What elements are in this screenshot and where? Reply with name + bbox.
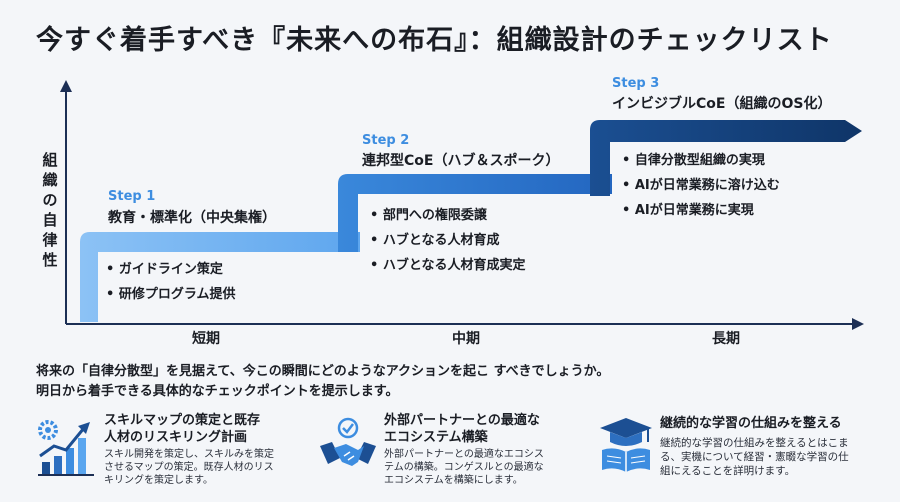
- card-title-line: 人材のリスキリング計画: [104, 430, 248, 445]
- y-axis-arrow: [60, 80, 72, 92]
- card-body-line: 継続的な学習の仕組みを整えるとはこま: [660, 437, 849, 449]
- y-axis-char: 組: [42, 151, 58, 169]
- description-line: 将来の「自律分散型」を見据えて、今この瞬間にどのようなアクションを起こ すべきで…: [36, 364, 610, 379]
- card-body-line: させるマップの策定。既存人材のリス: [104, 462, 274, 473]
- card-body-line: 外部パートナーとの最適なエコシス: [384, 449, 544, 460]
- card-body: 継続的な学習の仕組みを整えるとはこま る、実機について経習・憲畷な学習の仕 組に…: [660, 436, 849, 478]
- card-title-line: エコシステム構築: [384, 430, 488, 445]
- card-title: 継続的な学習の仕組みを整える: [660, 415, 842, 432]
- card-title: スキルマップの策定と既存 人材のリスキリング計画: [104, 412, 260, 446]
- step1-tag: Step 1: [108, 189, 156, 204]
- y-axis-char: 自: [42, 211, 58, 229]
- list-item: AIが日常業務に溶け込む: [622, 173, 780, 198]
- card-title-line: 外部パートナーとの最適な: [384, 413, 540, 428]
- list-item: ハブとなる人材育成: [370, 228, 525, 253]
- description: 将来の「自律分散型」を見据えて、今この瞬間にどのようなアクションを起こ すべきで…: [36, 362, 609, 402]
- card-body: 外部パートナーとの最適なエコシス テムの構築。コンゲスルとの最適な エコシステム…: [384, 448, 544, 487]
- card-body: スキル開発を策定し、スキルみを策定 させるマップの策定。既存人材のリス キリング…: [104, 448, 274, 487]
- card-body-line: キリングを策定します。: [104, 475, 213, 486]
- step1-items: ガイドライン策定 研修プログラム提供: [106, 257, 236, 307]
- step3-items: 自律分散型組織の実現 AIが日常業務に溶け込む AIが日常業務に実現: [622, 148, 780, 223]
- y-axis-char: 織: [42, 171, 58, 189]
- card-body-line: る、実機について経習・憲畷な学習の仕: [660, 451, 849, 463]
- card-title: 外部パートナーとの最適な エコシステム構築: [384, 412, 540, 446]
- x-axis-arrow: [852, 318, 864, 330]
- step2-band: [338, 174, 612, 252]
- step1-band: [80, 232, 360, 322]
- description-line: 明日から着手できる具体的なチェックポイントを提示します。: [36, 384, 399, 399]
- y-axis-char: 性: [42, 251, 58, 269]
- card-title-line: 継続的な学習の仕組みを整える: [660, 416, 842, 431]
- step3-name: インビジブルCoE（組織のOS化）: [612, 96, 832, 112]
- y-axis-char: の: [42, 191, 58, 209]
- card-learning: 継続的な学習の仕組みを整える 継続的な学習の仕組みを整えるとはこま る、実機につ…: [598, 412, 878, 492]
- step3-tag: Step 3: [612, 76, 660, 91]
- list-item: ハブとなる人材育成実定: [370, 253, 526, 278]
- growth-chart-gear-icon: [38, 420, 94, 476]
- step2-name: 連邦型CoE（ハブ＆スポーク）: [362, 153, 560, 169]
- card-body-line: 組にえることを詳明けます。: [660, 465, 796, 477]
- list-item: ガイドライン策定: [106, 257, 235, 282]
- list-item: 自律分散型組織の実現: [622, 148, 780, 173]
- card-ecosystem: 外部パートナーとの最適な エコシステム構築 外部パートナーとの最適なエコシス テ…: [318, 412, 578, 492]
- x-axis-label-mid: 中期: [452, 331, 480, 347]
- step2-tag: Step 2: [362, 133, 410, 148]
- card-skill-map: スキルマップの策定と既存 人材のリスキリング計画 スキル開発を策定し、スキルみを…: [36, 412, 286, 492]
- handshake-icon: [320, 417, 376, 466]
- step2-items: 部門への権限委譲 ハブとなる人材育成 ハブとなる人材育成実定: [370, 203, 526, 278]
- card-body-line: エコシステムを構築にします。: [384, 475, 523, 486]
- card-body-line: スキル開発を策定し、スキルみを策定: [104, 449, 274, 460]
- page-title: 今すぐ着手すべき『未来への布石』：組織設計のチェックリスト: [36, 25, 833, 56]
- list-item: AIが日常業務に実現: [622, 198, 780, 223]
- card-title-line: スキルマップの策定と既存: [104, 413, 261, 428]
- step3-band: [590, 120, 862, 196]
- step1-name: 教育・標準化（中央集権）: [108, 210, 276, 226]
- x-axis-label-long: 長期: [712, 331, 740, 347]
- list-item: 研修プログラム提供: [106, 282, 236, 307]
- list-item: 部門への権限委譲: [370, 203, 525, 228]
- card-body-line: テムの構築。コンゲスルとの最適な: [384, 462, 544, 473]
- graduation-book-icon: [600, 418, 652, 472]
- y-axis-char: 律: [42, 231, 58, 249]
- x-axis-label-short: 短期: [192, 331, 220, 347]
- y-axis-label: 組 織 の 自 律 性: [40, 150, 60, 270]
